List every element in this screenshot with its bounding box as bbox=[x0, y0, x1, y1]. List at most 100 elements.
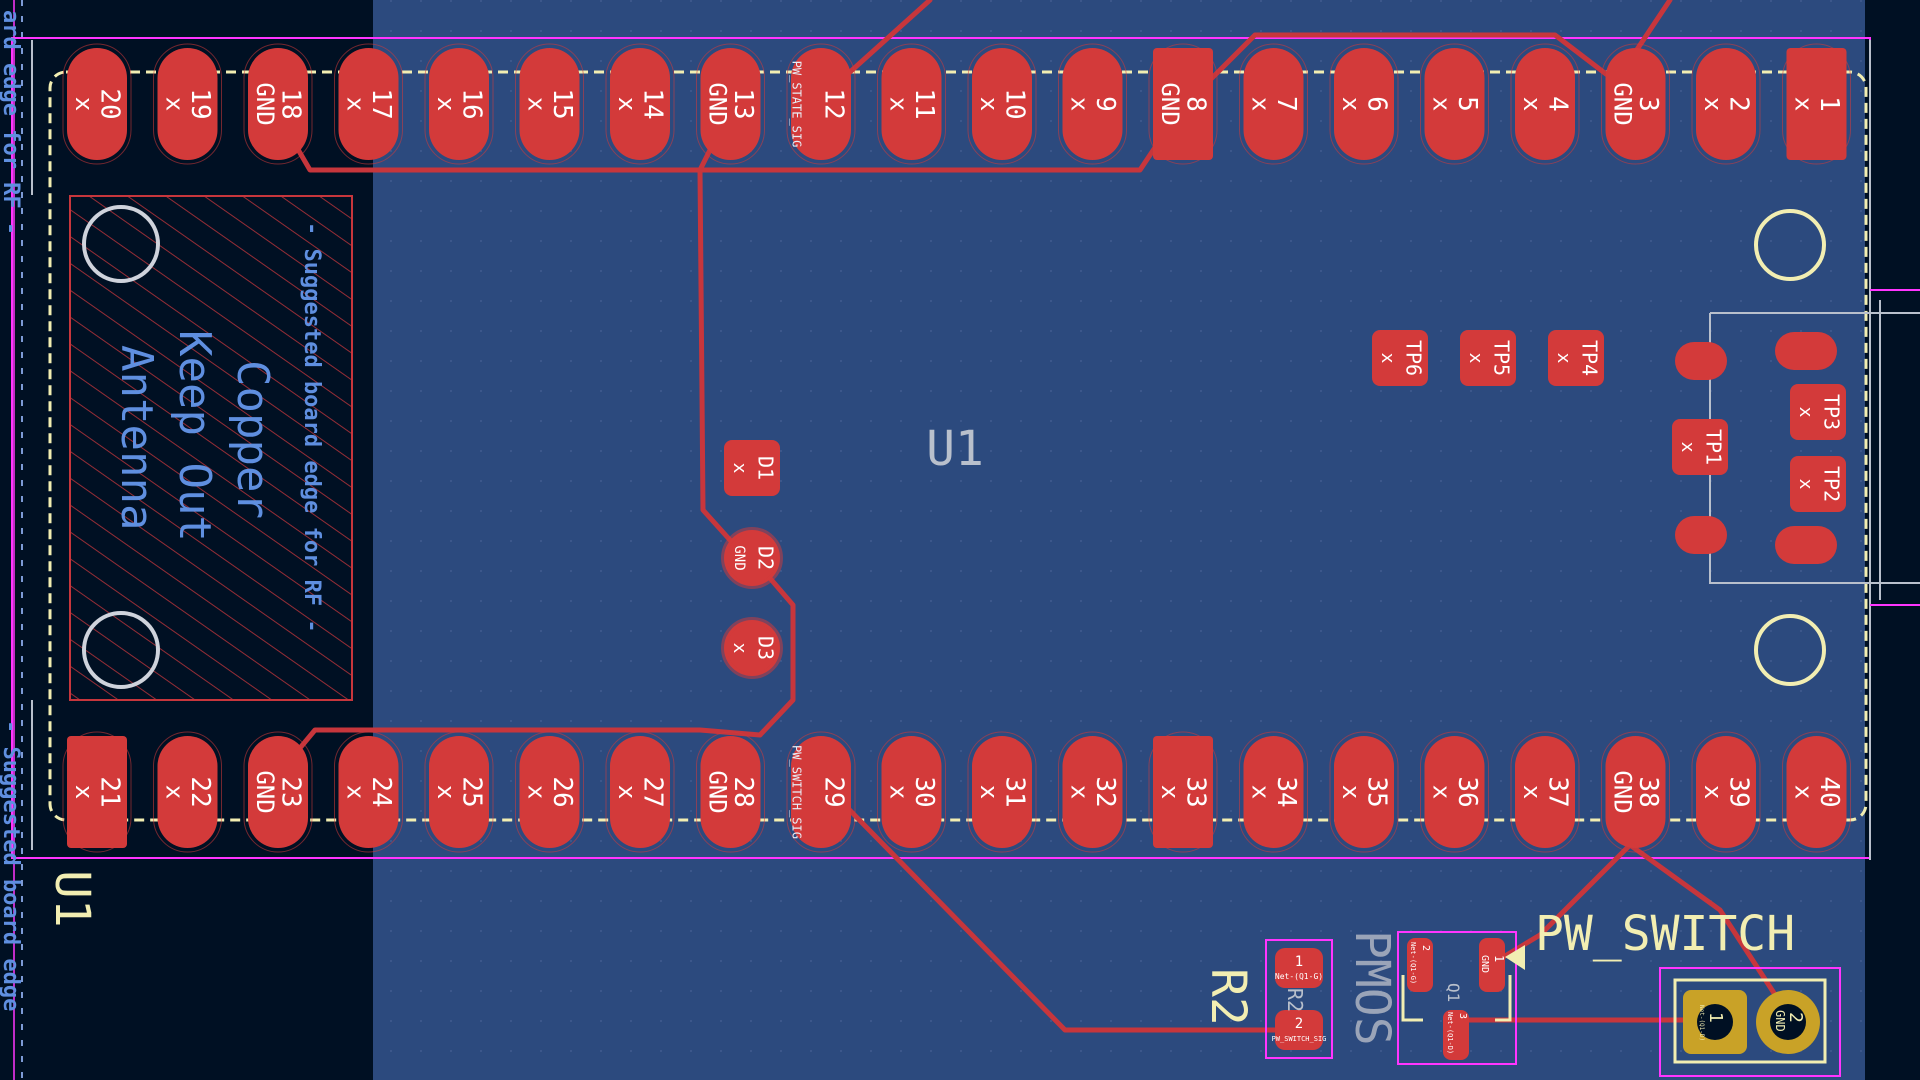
pad-shape[interactable] bbox=[338, 736, 399, 848]
pad-shape[interactable] bbox=[157, 736, 218, 848]
small-pad-shape[interactable] bbox=[1790, 456, 1846, 512]
module-pad-15[interactable]: 15x bbox=[515, 43, 584, 165]
pad-shape[interactable] bbox=[1062, 48, 1123, 160]
module-pad-6[interactable]: 6x bbox=[1329, 43, 1399, 165]
small-pad-d3[interactable]: D3x bbox=[721, 617, 783, 679]
module-pad-33[interactable]: 33x bbox=[1148, 731, 1218, 853]
pad-shape[interactable] bbox=[1424, 736, 1485, 848]
q1-pad-1[interactable] bbox=[1479, 938, 1505, 992]
pad-shape[interactable] bbox=[1515, 736, 1575, 848]
pad-shape[interactable] bbox=[1786, 48, 1847, 160]
pad-shape[interactable] bbox=[1605, 736, 1666, 848]
pad-shape[interactable] bbox=[972, 736, 1032, 848]
pad-shape[interactable] bbox=[67, 48, 127, 160]
pad-shape[interactable] bbox=[248, 48, 308, 160]
small-pad-shape[interactable] bbox=[1372, 330, 1428, 386]
module-pad-21[interactable]: 21x bbox=[62, 731, 132, 853]
pad-shape[interactable] bbox=[1334, 48, 1394, 160]
module-pad-22[interactable]: 22x bbox=[153, 731, 222, 853]
pad-shape[interactable] bbox=[519, 736, 580, 848]
usb-shield-pad-2[interactable] bbox=[1675, 516, 1727, 554]
usb-shield-pad-4[interactable] bbox=[1775, 526, 1837, 564]
pad-shape[interactable] bbox=[1696, 48, 1756, 160]
pad-shape[interactable] bbox=[1153, 736, 1213, 848]
module-pad-30[interactable]: 30x bbox=[877, 731, 946, 853]
pad-shape[interactable] bbox=[248, 736, 308, 848]
pad-shape[interactable] bbox=[700, 736, 761, 848]
module-pad-5[interactable]: 5x bbox=[1420, 43, 1489, 165]
usb-shield-pad-1[interactable] bbox=[1675, 342, 1727, 380]
r2-pad-2[interactable] bbox=[1275, 1010, 1323, 1050]
usb-shield-pad-3[interactable] bbox=[1775, 332, 1837, 370]
small-pad-shape[interactable] bbox=[1790, 384, 1846, 440]
pad-shape[interactable] bbox=[1515, 48, 1575, 160]
module-pad-37[interactable]: 37x bbox=[1510, 731, 1580, 853]
pad-shape[interactable] bbox=[791, 736, 851, 848]
pad-shape[interactable] bbox=[429, 48, 489, 160]
q1-pad-3[interactable] bbox=[1443, 1010, 1469, 1060]
pad-shape[interactable] bbox=[67, 736, 127, 848]
pad-shape[interactable] bbox=[519, 48, 580, 160]
module-pad-2[interactable]: 2x bbox=[1691, 43, 1761, 165]
pad-shape[interactable] bbox=[1605, 48, 1666, 160]
module-pad-40[interactable]: 40x bbox=[1782, 731, 1851, 853]
module-pad-4[interactable]: 4x bbox=[1510, 43, 1580, 165]
r2-pad-1[interactable] bbox=[1275, 948, 1323, 988]
module-pad-24[interactable]: 24x bbox=[334, 731, 403, 853]
module-pad-17[interactable]: 17x bbox=[334, 43, 403, 165]
track-gnd-38-switch[interactable] bbox=[1627, 842, 1788, 1013]
pad-shape[interactable] bbox=[1786, 736, 1847, 848]
pad-shape[interactable] bbox=[1334, 736, 1394, 848]
small-pad-shape[interactable] bbox=[721, 527, 783, 589]
pad-shape[interactable] bbox=[610, 736, 670, 848]
pad-shape[interactable] bbox=[429, 736, 489, 848]
pad-shape[interactable] bbox=[610, 48, 670, 160]
q1-pad-2[interactable] bbox=[1407, 938, 1433, 992]
pad-shape[interactable] bbox=[1062, 736, 1123, 848]
module-pad-26[interactable]: 26x bbox=[515, 731, 584, 853]
module-pad-10[interactable]: 10x bbox=[967, 43, 1037, 165]
module-pad-27[interactable]: 27x bbox=[605, 731, 675, 853]
pad-shape[interactable] bbox=[1243, 736, 1304, 848]
module-pad-39[interactable]: 39x bbox=[1691, 731, 1761, 853]
pad-shape[interactable] bbox=[881, 736, 942, 848]
module-pad-31[interactable]: 31x bbox=[967, 731, 1037, 853]
pad-shape[interactable] bbox=[1424, 48, 1485, 160]
track-gnd-top[interactable] bbox=[272, 32, 1643, 173]
track-d2-28[interactable] bbox=[287, 552, 796, 763]
module-pad-11[interactable]: 11x bbox=[877, 43, 946, 165]
small-pad-shape[interactable] bbox=[724, 440, 780, 496]
small-pad-shape[interactable] bbox=[1672, 419, 1728, 475]
module-pad-19[interactable]: 19x bbox=[153, 43, 222, 165]
module-pad-16[interactable]: 16x bbox=[424, 43, 494, 165]
power-switch-connector[interactable]: PW_SWITCH 1 Net-(Q1-D) 2 GND bbox=[1535, 906, 1841, 1077]
pad-shape[interactable] bbox=[1243, 48, 1304, 160]
pad-shape[interactable] bbox=[338, 48, 399, 160]
module-pad-14[interactable]: 14x bbox=[605, 43, 675, 165]
track-switch-sig[interactable] bbox=[827, 787, 1303, 1033]
module-pad-36[interactable]: 36x bbox=[1420, 731, 1489, 853]
track-gnd-38-q1[interactable] bbox=[1487, 842, 1633, 968]
module-pad-35[interactable]: 35x bbox=[1329, 731, 1399, 853]
transistor-q1[interactable]: 1 GND 2 Net-(Q1-G) 3 Net-(Q1-D) Q1 PMOS bbox=[1344, 930, 1525, 1065]
pad-shape[interactable] bbox=[157, 48, 218, 160]
module-pad-1[interactable]: 1x bbox=[1782, 43, 1851, 165]
pad-shape[interactable] bbox=[700, 48, 761, 160]
module-pad-32[interactable]: 32x bbox=[1058, 731, 1127, 853]
pad-shape[interactable] bbox=[1153, 48, 1213, 160]
module-pad-34[interactable]: 34x bbox=[1239, 731, 1308, 853]
